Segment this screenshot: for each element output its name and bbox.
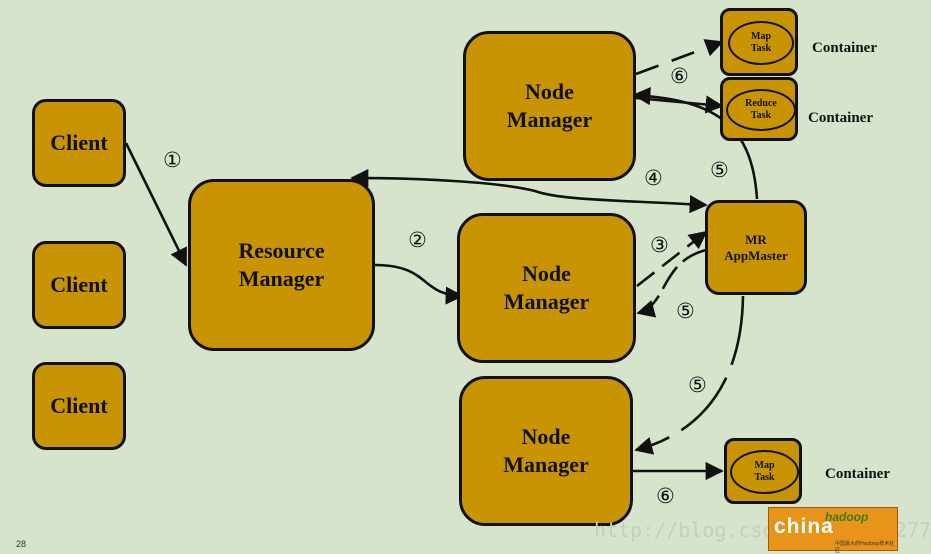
logo-sub-text: hadoop (825, 510, 869, 524)
client-label-3: Client (50, 393, 108, 418)
bottom-map-task-label: Map Task (754, 460, 775, 483)
step-5-marker-top: ⑤ (710, 158, 729, 182)
container-bottom-map: Map Task (724, 438, 802, 504)
container-label-bottom-map: Container (825, 466, 890, 482)
step-6-marker-top: ⑥ (670, 64, 689, 88)
client-label-2: Client (50, 272, 108, 297)
arrow-nm2-to-am (636, 230, 708, 288)
step-2-marker: ② (408, 228, 427, 252)
arrow-am-rm (350, 168, 708, 214)
client-label-1: Client (50, 130, 108, 155)
node-manager-box-3: Node Manager (459, 376, 633, 526)
step-1-marker: ① (163, 148, 182, 172)
step-5-marker-middle: ⑤ (676, 299, 695, 323)
step-3-marker: ③ (650, 233, 669, 257)
container-label-top-reduce: Container (808, 110, 873, 126)
arrow-client-to-rm (124, 142, 188, 267)
arrow-nm1-to-map (635, 39, 724, 76)
reduce-task-label: Reduce Task (745, 98, 777, 121)
arrow-am-to-nm2 (636, 248, 707, 318)
node-manager-label-3: Node Manager (503, 424, 589, 477)
resource-manager-box: Resource Manager (188, 179, 375, 351)
app-master-box: MR AppMaster (705, 200, 807, 295)
logo-tagline: 中国最大的Hadoop技术社区 (835, 541, 895, 554)
page-number: 28 (16, 539, 27, 549)
arrow-rm-to-nm2 (374, 263, 464, 305)
step-5-marker-bottom: ⑤ (688, 373, 707, 397)
arrow-nm1-to-reduce (635, 95, 724, 114)
node-manager-label-1: Node Manager (506, 79, 593, 132)
node-manager-label-2: Node Manager (503, 261, 590, 314)
node-manager-box-1: Node Manager (463, 31, 636, 181)
map-task-label: Map Task (750, 31, 772, 54)
arrow-am-to-nm3 (634, 295, 745, 455)
container-label-top-map: Container (812, 40, 877, 56)
client-box-3: Client (32, 362, 126, 450)
node-manager-box-2: Node Manager (457, 213, 636, 363)
step-6-marker-bottom: ⑥ (656, 484, 675, 508)
logo-main-text: china (774, 515, 834, 538)
client-box-1: Client (32, 99, 126, 187)
resource-manager-label: Resource Manager (238, 238, 325, 291)
step-4-marker: ④ (644, 166, 663, 190)
china-hadoop-logo: china hadoop 中国最大的Hadoop技术社区 (768, 507, 898, 554)
map-task-ellipse: Map Task (728, 21, 794, 65)
app-master-label: MR AppMaster (724, 231, 788, 263)
reduce-task-ellipse: Reduce Task (726, 89, 796, 131)
container-top-map: Map Task (720, 8, 798, 76)
client-box-2: Client (32, 241, 126, 329)
container-top-reduce: Reduce Task (720, 77, 798, 141)
bottom-map-task-ellipse: Map Task (730, 450, 799, 494)
